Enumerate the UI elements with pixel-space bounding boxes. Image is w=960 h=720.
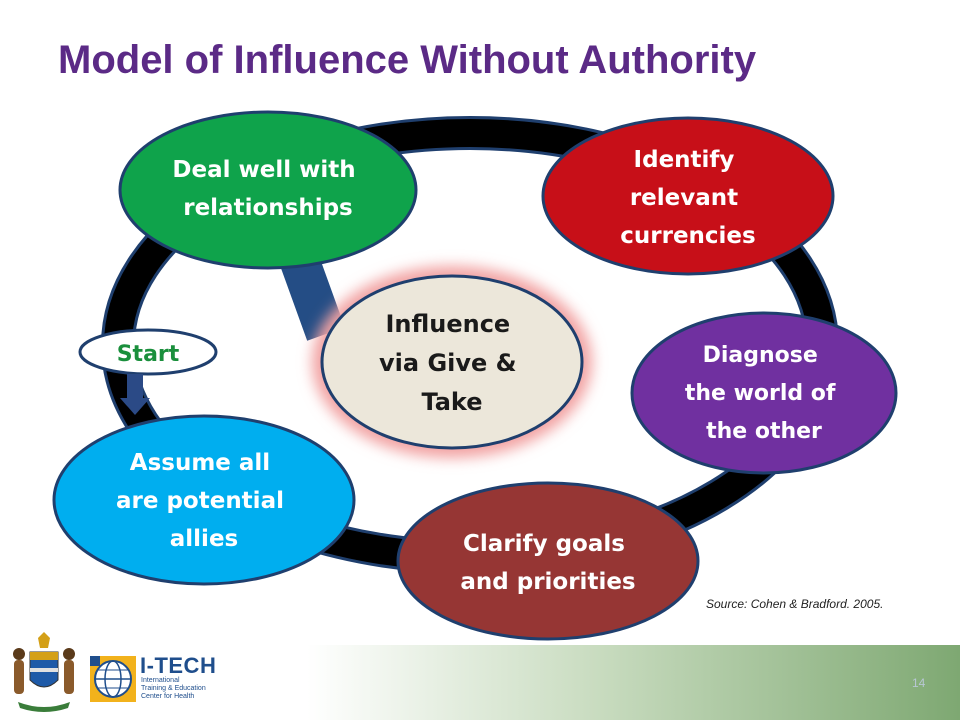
node-goals: Clarify goals and priorities	[396, 481, 700, 641]
node-diagnose-shape	[630, 311, 898, 475]
node-goals-label: Clarify goals and priorities	[460, 531, 635, 595]
itech-subtitle-line: International	[141, 677, 180, 684]
start-label: Start	[117, 342, 180, 367]
itech-logo-subtitle: International Training & Education Cente…	[141, 677, 206, 701]
source-citation: Source: Cohen & Bradford. 2005.	[706, 597, 884, 611]
center-node-shape	[320, 274, 584, 450]
node-relationships: Deal well with relationships	[118, 110, 418, 270]
center-node: Influence via Give & Take	[312, 266, 592, 458]
influence-cycle-diagram: Start Deal well with relationships Ident…	[52, 110, 898, 641]
itech-globe-icon	[90, 656, 136, 702]
node-allies-label: Assume all are potential allies	[116, 450, 292, 552]
node-currencies-shape	[541, 116, 835, 276]
page-title: Model of Influence Without Authority	[58, 38, 757, 82]
itech-subtitle-line: Center for Health	[141, 693, 195, 700]
itech-subtitle-line: Training & Education	[141, 685, 206, 692]
page-number: 14	[912, 676, 926, 690]
ring-connector	[281, 255, 345, 341]
node-allies: Assume all are potential allies	[52, 414, 356, 586]
itech-logo-text: I-TECH	[140, 653, 217, 678]
node-diagnose: Diagnose the world of the other	[630, 311, 898, 475]
start-arrow	[120, 374, 150, 415]
node-goals-shape	[396, 481, 700, 641]
node-relationships-shape	[118, 110, 418, 270]
node-allies-shape	[52, 414, 356, 586]
node-relationships-label: Deal well with relationships	[172, 157, 363, 221]
start-label-shape	[78, 328, 218, 376]
center-node-label: Influence via Give & Take	[379, 310, 525, 416]
footer-band	[0, 645, 960, 720]
node-currencies-label: Identify relevant currencies	[620, 147, 755, 249]
tanzania-coat-of-arms-icon	[13, 632, 75, 712]
node-currencies: Identify relevant currencies	[541, 116, 835, 276]
node-diagnose-label: Diagnose the world of the other	[685, 343, 843, 444]
